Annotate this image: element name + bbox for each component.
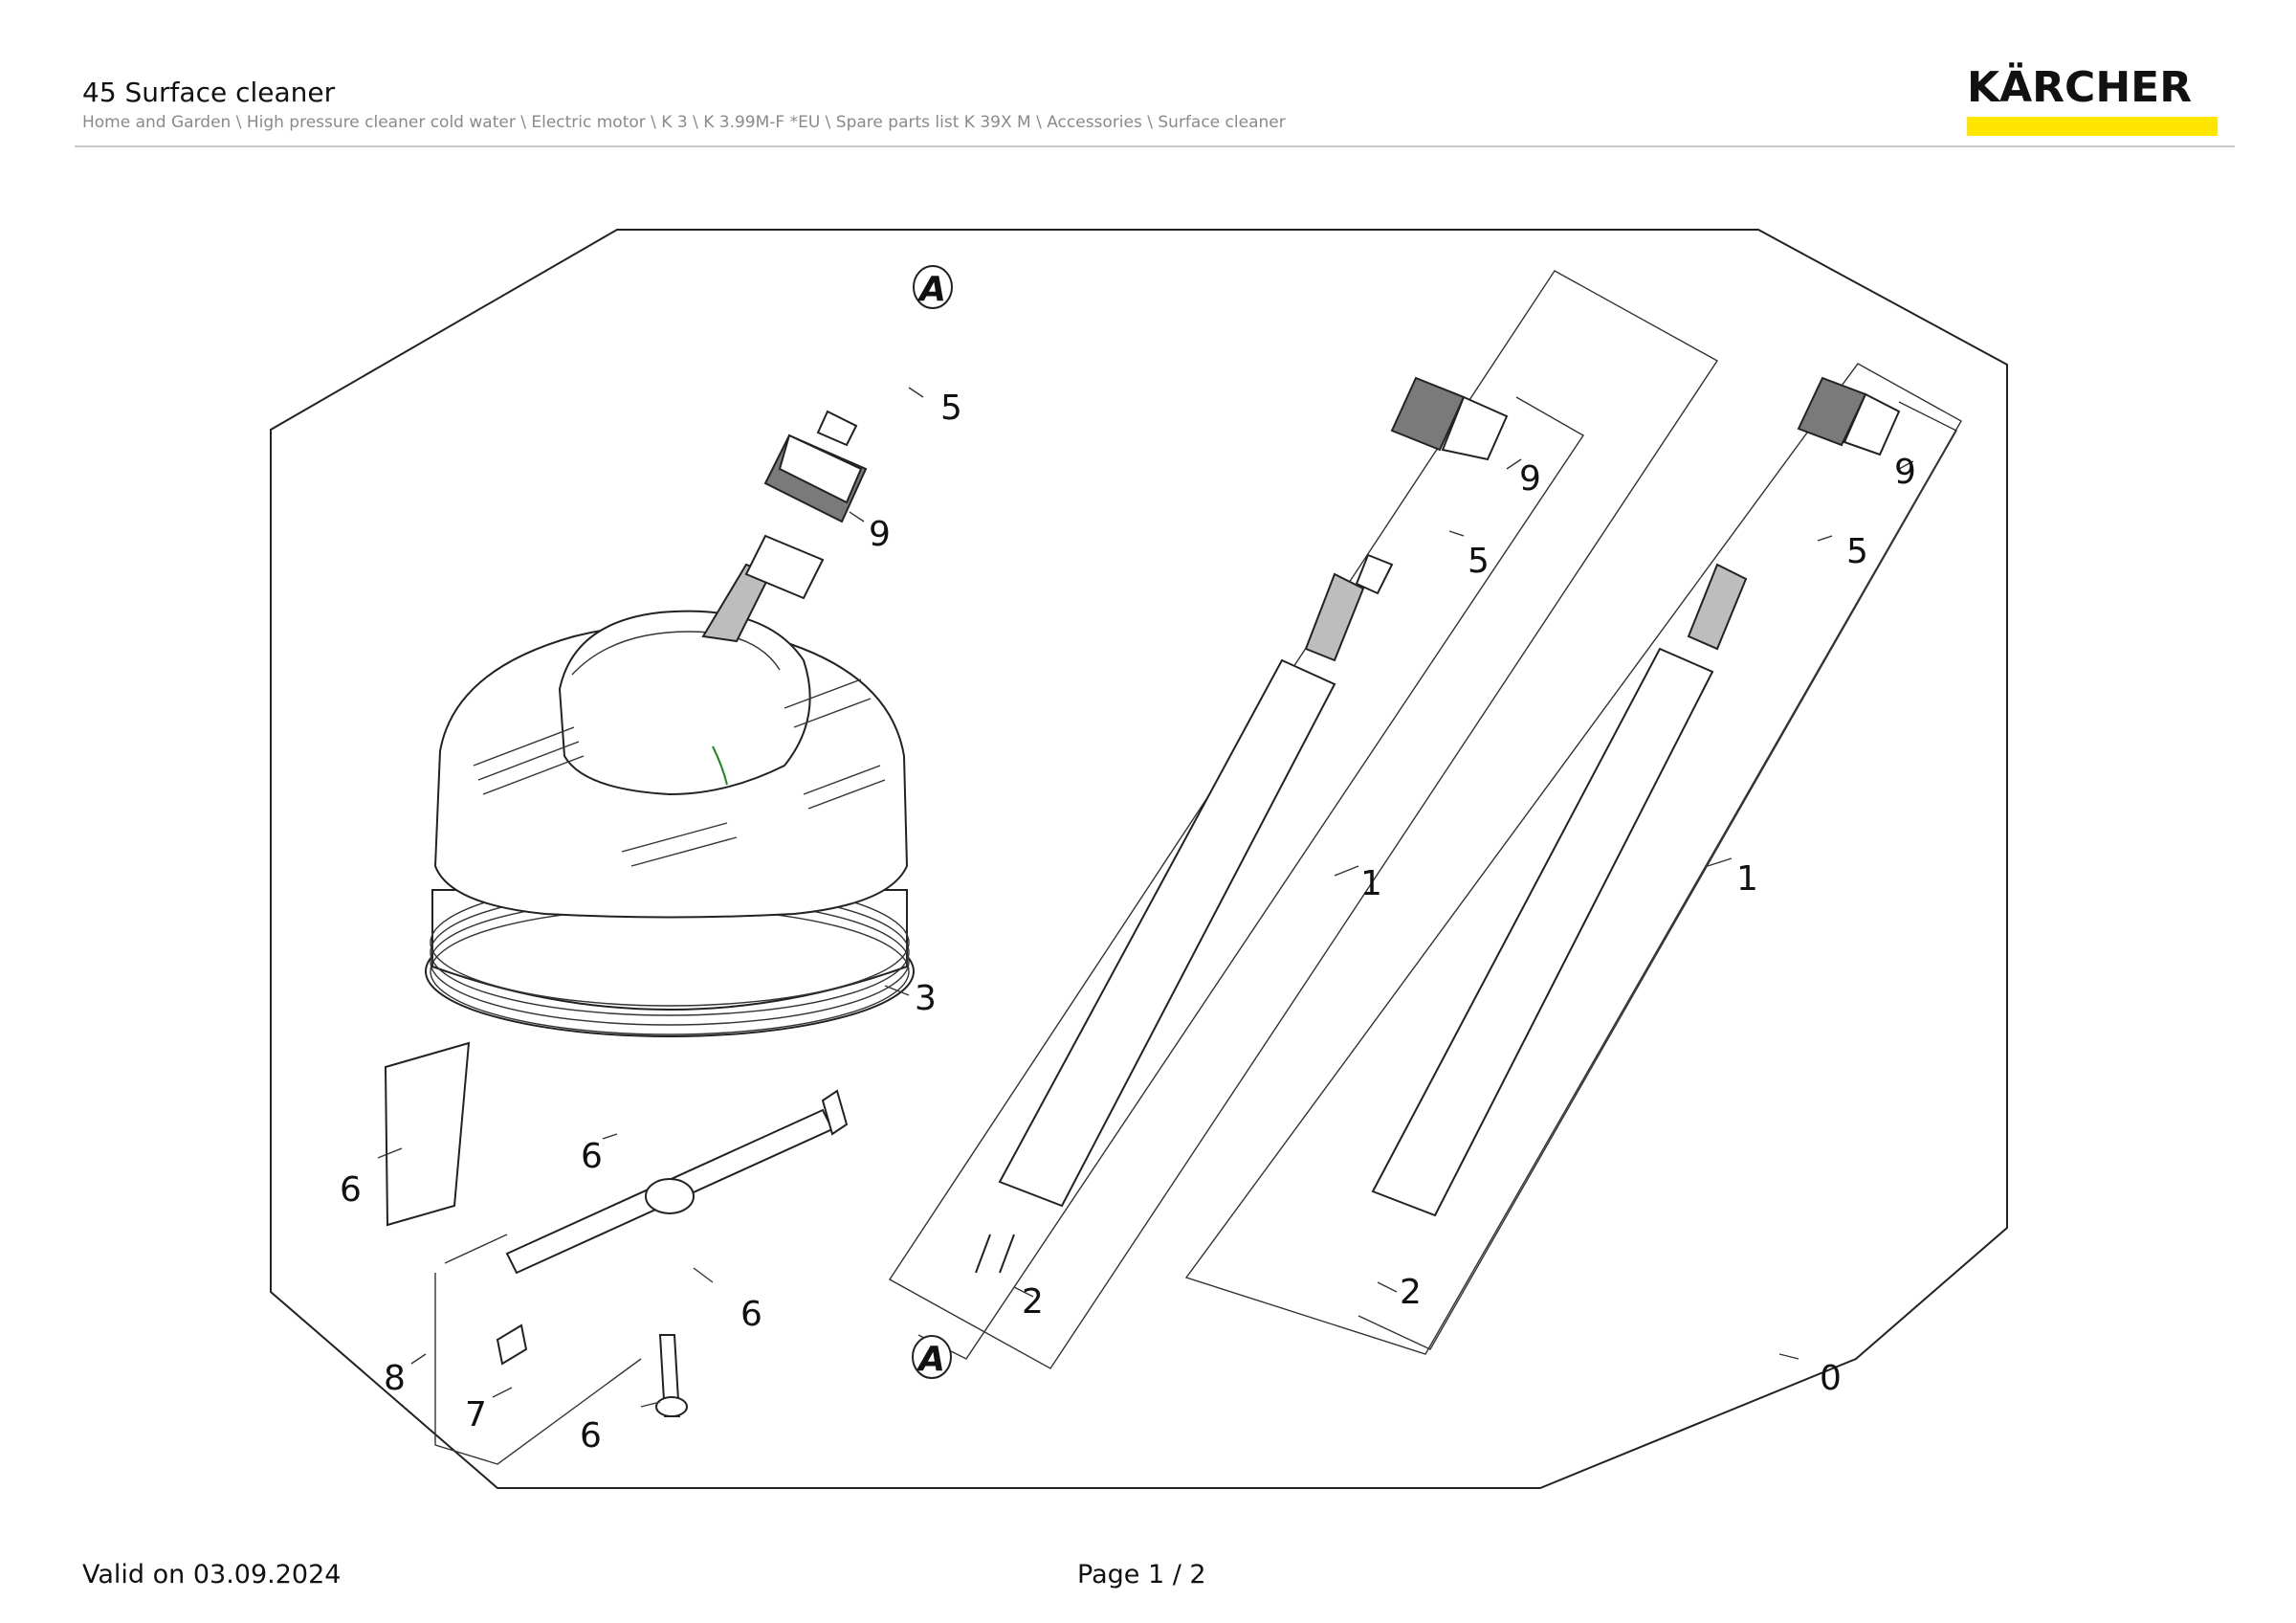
lance-frame-2 [1184, 363, 1962, 1355]
callout-1: 1 [1360, 864, 1382, 903]
callout-8: 8 [384, 1359, 406, 1398]
callout-9: 9 [1894, 453, 1916, 492]
callout-9: 9 [869, 515, 891, 554]
callout-6: 6 [740, 1295, 762, 1334]
page-title: 45 Surface cleaner [82, 77, 336, 108]
spray-lance-2 [1371, 376, 1901, 1217]
surface-cleaner-nozzle [701, 410, 868, 643]
callout-5: 5 [1468, 542, 1490, 581]
assembly-frame [270, 229, 2008, 1489]
callout-5: 5 [940, 389, 962, 428]
callout-7: 7 [465, 1395, 487, 1434]
lance-frame-1 [888, 270, 1719, 1369]
callout-6: 6 [340, 1170, 362, 1210]
page-number: Page 1 / 2 [1077, 1560, 1206, 1590]
callout-9: 9 [1519, 459, 1541, 499]
logo-wordmark: KÄRCHER [1967, 63, 2193, 112]
leader-lines [377, 387, 1914, 1408]
callout-2: 2 [1400, 1273, 1422, 1312]
logo-yellow-bar [1967, 117, 2218, 136]
validity-date: Valid on 03.09.2024 [82, 1560, 342, 1590]
breadcrumb: Home and Garden \ High pressure cleaner … [82, 113, 1286, 132]
callout-2: 2 [1022, 1282, 1044, 1322]
header-divider [75, 145, 2235, 147]
callout-0: 0 [1820, 1359, 1842, 1398]
spray-lance-1 [975, 376, 1509, 1274]
svg-text:A: A [916, 1340, 945, 1379]
callout-5: 5 [1846, 532, 1868, 571]
callout-6: 6 [581, 1137, 603, 1176]
callout-3: 3 [915, 979, 937, 1018]
reference-marker-a-top: A [913, 265, 953, 309]
spray-arm-assembly [384, 1041, 849, 1465]
callout-1: 1 [1736, 859, 1758, 899]
surface-cleaner-body [425, 610, 915, 1037]
callout-6: 6 [580, 1416, 602, 1456]
svg-text:A: A [916, 270, 946, 309]
brand-logo: KÄRCHER [1967, 67, 2218, 138]
reference-marker-a-bottom: A [912, 1335, 952, 1379]
lance-2-bracket [1358, 401, 1957, 1350]
